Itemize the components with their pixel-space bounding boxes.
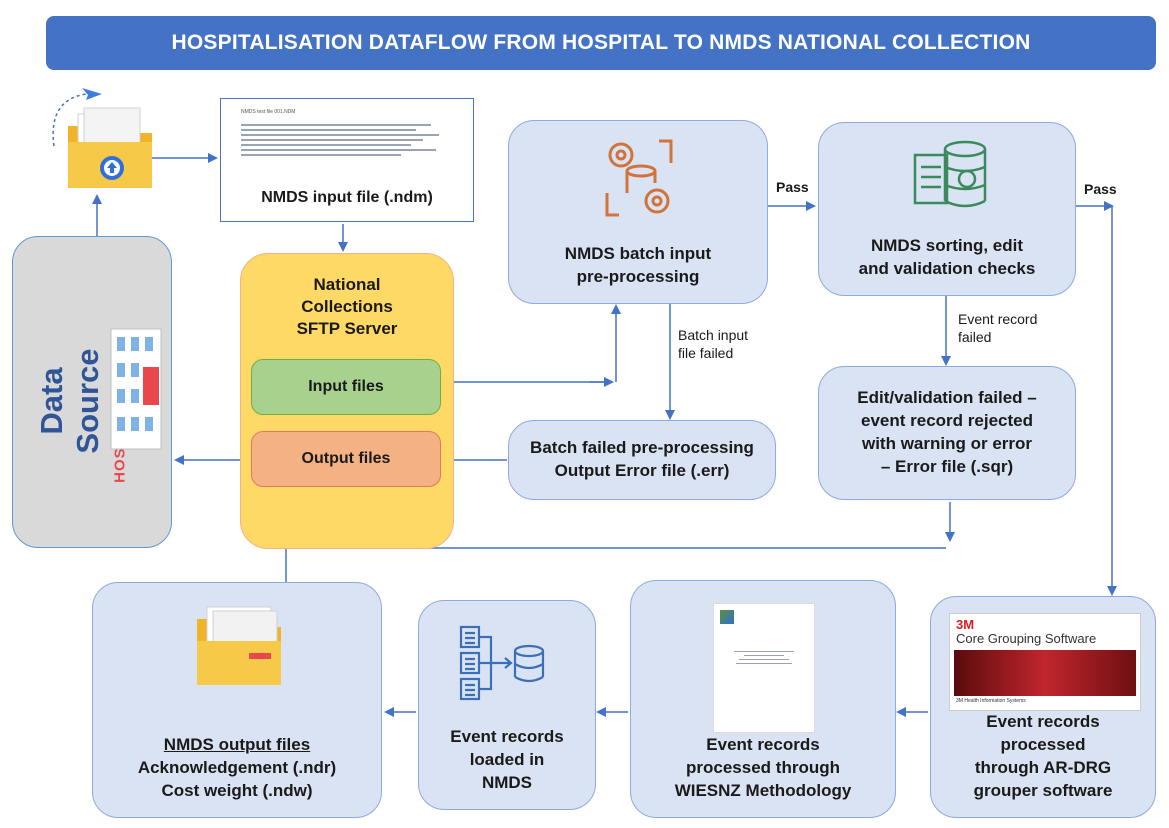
wiesnz-line3: WIESNZ Methodology	[674, 781, 852, 801]
data-source-box: Data Source HOSPITAL	[12, 236, 172, 548]
grouper-line4: grouper software	[973, 781, 1113, 801]
folder-icon	[189, 601, 289, 691]
batch-failed-line2: Output Error file (.err)	[554, 461, 730, 480]
sftp-server-box: National Collections SFTP Server Input f…	[240, 253, 454, 549]
output-files-line3: Cost weight (.ndw)	[161, 781, 313, 801]
wiesnz-document-thumbnail	[713, 603, 815, 733]
output-files-pill: Output files	[251, 431, 441, 487]
grouper-product: Core Grouping Software	[956, 631, 1097, 646]
hospital-building-icon	[109, 327, 163, 451]
event-record-failed-line2: failed	[958, 329, 992, 346]
batch-input-line2: pre-processing	[576, 267, 700, 287]
batch-input-line1: NMDS batch input	[564, 244, 712, 264]
batch-failed-box: Batch failed pre-processing Output Error…	[508, 420, 776, 500]
wiesnz-box: Event records processed through WIESNZ M…	[630, 580, 896, 818]
grouper-box: 3M Core Grouping Software 3M Health Info…	[930, 596, 1156, 818]
sftp-title-line1: National	[313, 275, 381, 294]
wiesnz-line2: processed through	[686, 758, 840, 778]
sftp-title: National Collections SFTP Server	[241, 274, 453, 340]
grouper-line3: through AR-DRG	[974, 758, 1112, 778]
wiesnz-line1: Event records	[706, 735, 820, 755]
batch-input-box: NMDS batch input pre-processing	[508, 120, 768, 304]
batch-input-failed-line2: file failed	[678, 345, 734, 362]
event-record-failed-line1: Event record	[958, 311, 1038, 327]
nmds-input-file-document: NMDS test file 001.NDM NMDS input file (…	[220, 98, 474, 222]
loaded-line3: NMDS	[481, 773, 533, 793]
batch-failed-line1: Batch failed pre-processing	[530, 438, 754, 458]
input-file-preview-lines	[241, 121, 441, 159]
records-to-database-icon	[457, 623, 557, 703]
sftp-title-line2: Collections	[301, 297, 393, 317]
output-files-line1: NMDS output files	[163, 735, 311, 755]
batch-input-failed-line1: Batch input	[678, 327, 749, 343]
sorting-line2: and validation checks	[858, 259, 1036, 279]
database-document-icon	[905, 135, 995, 215]
pass-label-2: Pass	[1084, 181, 1117, 197]
data-source-label: Data Source	[34, 348, 105, 454]
loaded-line1: Event records	[450, 727, 564, 747]
batch-input-failed-label: Batch input file failed	[678, 326, 748, 362]
input-files-pill: Input files	[251, 359, 441, 415]
input-file-label: NMDS input file (.ndm)	[261, 189, 433, 206]
loaded-nmds-box: Event records loaded in NMDS	[418, 600, 596, 810]
edit-failed-line3: with warning or error	[861, 434, 1033, 453]
sorting-validation-box: NMDS sorting, edit and validation checks	[818, 122, 1076, 296]
pass-label-1: Pass	[776, 179, 809, 195]
output-files-line2: Acknowledgement (.ndr)	[137, 758, 337, 778]
event-record-failed-label: Event record failed	[958, 310, 1037, 346]
paper-plane-icon	[82, 88, 102, 100]
sorting-line1: NMDS sorting, edit	[870, 236, 1024, 256]
grouper-line1: Event records	[986, 712, 1100, 732]
loaded-line2: loaded in	[469, 750, 545, 770]
edit-validation-failed-box: Edit/validation failed – event record re…	[818, 366, 1076, 500]
sftp-title-line3: SFTP Server	[296, 319, 398, 339]
diagram-title: HOSPITALISATION DATAFLOW FROM HOSPITAL T…	[46, 16, 1156, 70]
edit-failed-line4: – Error file (.sqr)	[880, 456, 1014, 476]
edit-failed-line1: Edit/validation failed –	[857, 388, 1037, 408]
grouper-software-image: 3M Core Grouping Software 3M Health Info…	[949, 613, 1141, 711]
edit-failed-line2: event record rejected	[861, 411, 1033, 431]
upload-folder-icon	[40, 86, 160, 196]
input-file-heading: NMDS test file 001.NDM	[241, 109, 296, 115]
grouper-footer: 3M Health Information Systems	[956, 698, 1026, 704]
grouper-line2: processed	[1000, 735, 1086, 755]
gears-database-icon	[599, 133, 679, 223]
nmds-output-files-box: NMDS output files Acknowledgement (.ndr)…	[92, 582, 382, 818]
grouper-logo: 3M	[956, 617, 975, 632]
